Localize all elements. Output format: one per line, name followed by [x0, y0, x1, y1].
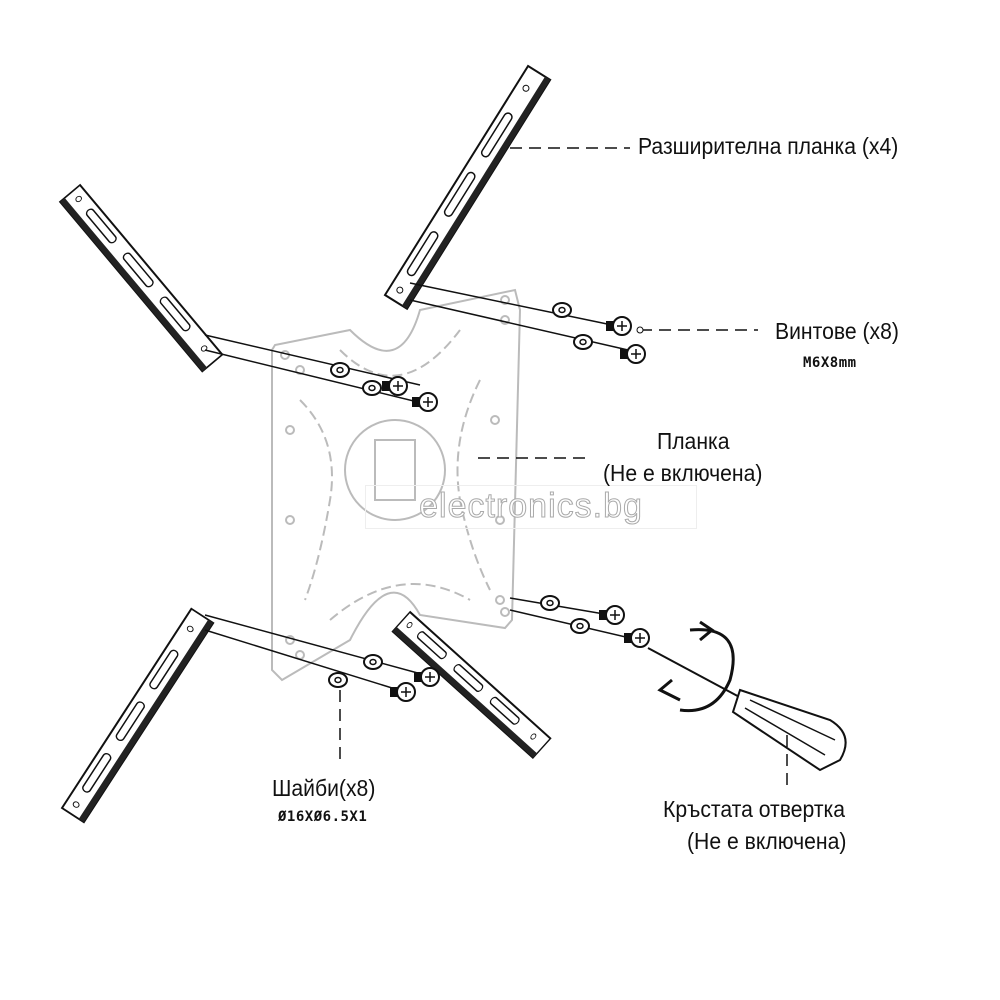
- screwdriver: [647, 647, 847, 772]
- extension-bar-bottom-right: [391, 611, 552, 759]
- label-washers: Шайби(x8): [272, 775, 376, 801]
- rotate-arrow-icon: [657, 620, 735, 713]
- label-screwdriver: Кръстата отвертка: [663, 796, 846, 822]
- watermark: electronics.bg: [365, 485, 697, 529]
- extension-bar-top-left: [59, 184, 224, 373]
- label-bracket: Планка: [657, 428, 730, 454]
- extension-bar-bottom-left: [61, 607, 215, 824]
- label-extension-bar: Разширителна планка (x4): [638, 133, 899, 159]
- extension-bar-top-right: [384, 65, 552, 310]
- label-screwdriver-note: (Не е включена): [687, 828, 847, 854]
- leader-lines: [339, 147, 788, 792]
- label-screws: Винтове (x8): [775, 318, 899, 344]
- label-screws-spec: M6X8mm: [803, 355, 857, 371]
- label-washers-spec: Ø16XØ6.5X1: [278, 809, 368, 825]
- label-bracket-note: (Не е включена): [603, 460, 763, 486]
